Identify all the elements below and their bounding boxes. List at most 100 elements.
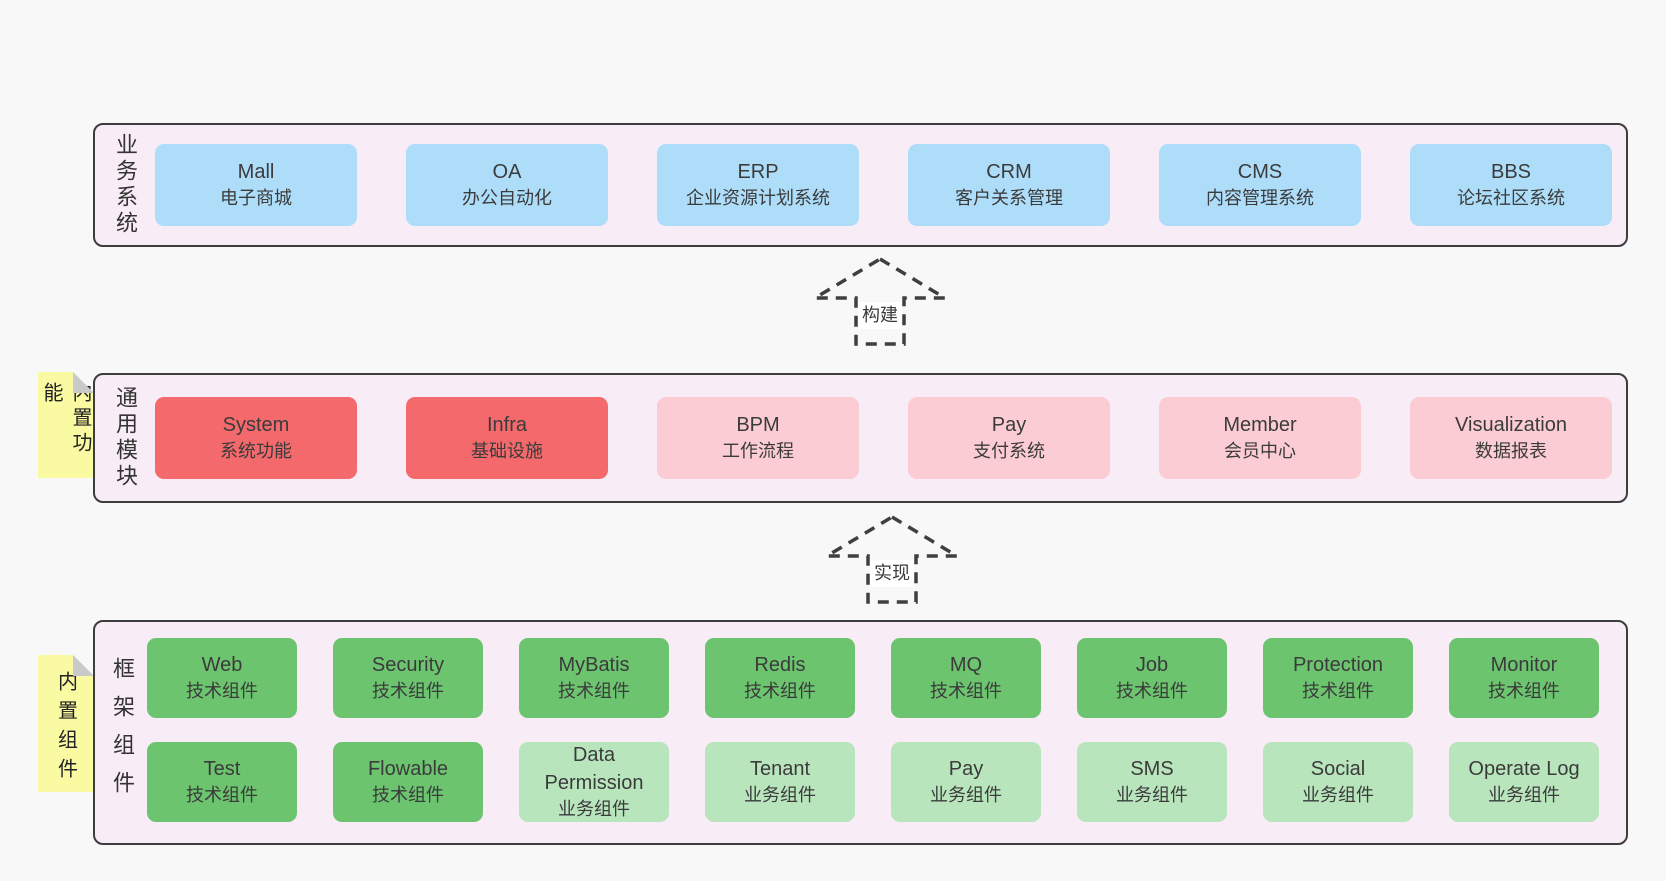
box-bpm: BPM 工作流程 bbox=[657, 397, 859, 479]
box-web: Web 技术组件 bbox=[147, 638, 297, 718]
box-redis: Redis 技术组件 bbox=[705, 638, 855, 718]
box-tenant: Tenant 业务组件 bbox=[705, 742, 855, 822]
box-subtitle: 电子商城 bbox=[220, 188, 292, 209]
box-operate-log: Operate Log 业务组件 bbox=[1449, 742, 1599, 822]
box-name: Redis bbox=[754, 653, 806, 676]
box-test: Test 技术组件 bbox=[147, 742, 297, 822]
arrow-up-icon bbox=[824, 514, 960, 604]
box-crm: CRM 客户关系管理 bbox=[908, 144, 1110, 226]
arrow-up-icon bbox=[812, 256, 948, 346]
box-bbs: BBS 论坛社区系统 bbox=[1410, 144, 1612, 226]
box-subtitle: 业务组件 bbox=[558, 799, 630, 820]
box-subtitle: 业务组件 bbox=[930, 785, 1002, 806]
box-oa: OA 办公自动化 bbox=[406, 144, 608, 226]
framework-components-boxes: Web 技术组件 Security 技术组件 MyBatis 技术组件 Redi… bbox=[147, 638, 1599, 822]
box-pay-component: Pay 业务组件 bbox=[891, 742, 1041, 822]
box-name: Monitor bbox=[1490, 653, 1558, 676]
box-name: Data Permission bbox=[544, 744, 644, 794]
box-name: Tenant bbox=[749, 757, 811, 780]
box-cms: CMS 内容管理系统 bbox=[1159, 144, 1361, 226]
box-subtitle: 客户关系管理 bbox=[955, 188, 1063, 209]
box-subtitle: 业务组件 bbox=[1302, 785, 1374, 806]
layer-label-common-modules: 通用模块 bbox=[95, 375, 155, 501]
implement-arrow: 实现 bbox=[824, 514, 960, 606]
box-flowable: Flowable 技术组件 bbox=[333, 742, 483, 822]
box-subtitle: 业务组件 bbox=[1116, 785, 1188, 806]
box-protection: Protection 技术组件 bbox=[1263, 638, 1413, 718]
business-systems-layer: 业务系统 Mall 电子商城 OA 办公自动化 ERP 企业资源计划系统 CRM… bbox=[93, 123, 1628, 247]
box-subtitle: 办公自动化 bbox=[462, 188, 552, 209]
box-name: Web bbox=[201, 653, 243, 676]
box-data-permission: Data Permission 业务组件 bbox=[519, 742, 669, 822]
box-mall: Mall 电子商城 bbox=[155, 144, 357, 226]
box-monitor: Monitor 技术组件 bbox=[1449, 638, 1599, 718]
box-mybatis: MyBatis 技术组件 bbox=[519, 638, 669, 718]
box-subtitle: 系统功能 bbox=[220, 441, 292, 462]
box-infra: Infra 基础设施 bbox=[406, 397, 608, 479]
arrow-label: 构建 bbox=[858, 302, 902, 330]
box-name: Social bbox=[1310, 757, 1366, 780]
box-name: BBS bbox=[1490, 160, 1532, 183]
box-subtitle: 技术组件 bbox=[1116, 681, 1188, 702]
box-name: OA bbox=[492, 160, 522, 183]
box-subtitle: 工作流程 bbox=[722, 441, 794, 462]
sticky-note-built-in-components: 内置组件 bbox=[38, 655, 94, 792]
box-name: CRM bbox=[986, 160, 1032, 183]
framework-components-layer: 框架组件 Web 技术组件 Security 技术组件 MyBatis 技术组件… bbox=[93, 620, 1628, 845]
box-name: MyBatis bbox=[558, 653, 630, 676]
box-name: BPM bbox=[736, 413, 780, 436]
sticky-note-label: 内置功能 bbox=[40, 382, 91, 457]
box-subtitle: 支付系统 bbox=[973, 441, 1045, 462]
box-subtitle: 技术组件 bbox=[372, 785, 444, 806]
box-mq: MQ 技术组件 bbox=[891, 638, 1041, 718]
box-subtitle: 技术组件 bbox=[186, 681, 258, 702]
box-name: Flowable bbox=[367, 757, 449, 780]
box-subtitle: 数据报表 bbox=[1475, 441, 1547, 462]
box-name: CMS bbox=[1237, 160, 1283, 183]
box-subtitle: 技术组件 bbox=[372, 681, 444, 702]
box-system: System 系统功能 bbox=[155, 397, 357, 479]
box-name: MQ bbox=[949, 653, 983, 676]
box-subtitle: 技术组件 bbox=[1302, 681, 1374, 702]
common-modules-boxes: System 系统功能 Infra 基础设施 BPM 工作流程 Pay 支付系统… bbox=[155, 397, 1612, 479]
box-name: Job bbox=[1135, 653, 1169, 676]
build-arrow: 构建 bbox=[812, 256, 948, 348]
business-systems-boxes: Mall 电子商城 OA 办公自动化 ERP 企业资源计划系统 CRM 客户关系… bbox=[155, 144, 1612, 226]
box-name: Security bbox=[371, 653, 445, 676]
box-job: Job 技术组件 bbox=[1077, 638, 1227, 718]
box-security: Security 技术组件 bbox=[333, 638, 483, 718]
layer-label-text: 框架组件 bbox=[110, 656, 135, 809]
box-name: Infra bbox=[486, 413, 528, 436]
box-name: Mall bbox=[237, 160, 275, 183]
box-pay: Pay 支付系统 bbox=[908, 397, 1110, 479]
box-erp: ERP 企业资源计划系统 bbox=[657, 144, 859, 226]
box-name: Member bbox=[1223, 413, 1297, 436]
box-subtitle: 业务组件 bbox=[744, 785, 816, 806]
box-subtitle: 技术组件 bbox=[930, 681, 1002, 702]
box-name: ERP bbox=[737, 160, 779, 183]
box-name: Visualization bbox=[1455, 413, 1567, 436]
box-subtitle: 技术组件 bbox=[1488, 681, 1560, 702]
box-name: Pay bbox=[991, 413, 1027, 436]
box-social: Social 业务组件 bbox=[1263, 742, 1413, 822]
box-subtitle: 基础设施 bbox=[471, 441, 543, 462]
box-name: Operate Log bbox=[1468, 757, 1580, 780]
box-subtitle: 技术组件 bbox=[186, 785, 258, 806]
box-sms: SMS 业务组件 bbox=[1077, 742, 1227, 822]
box-name: System bbox=[222, 413, 290, 436]
folded-corner-icon bbox=[73, 655, 94, 676]
box-member: Member 会员中心 bbox=[1159, 397, 1361, 479]
common-modules-layer: 通用模块 System 系统功能 Infra 基础设施 BPM 工作流程 Pay… bbox=[93, 373, 1628, 503]
sticky-note-built-in-features: 内置功能 bbox=[38, 372, 94, 478]
layer-label-text: 通用模块 bbox=[113, 386, 138, 490]
box-name: Protection bbox=[1292, 653, 1384, 676]
box-subtitle: 企业资源计划系统 bbox=[686, 188, 830, 209]
folded-corner-icon bbox=[73, 372, 94, 393]
box-subtitle: 业务组件 bbox=[1488, 785, 1560, 806]
box-subtitle: 会员中心 bbox=[1224, 441, 1296, 462]
box-subtitle: 内容管理系统 bbox=[1206, 188, 1314, 209]
box-name: SMS bbox=[1130, 757, 1174, 780]
box-subtitle: 技术组件 bbox=[744, 681, 816, 702]
box-subtitle: 论坛社区系统 bbox=[1457, 188, 1565, 209]
